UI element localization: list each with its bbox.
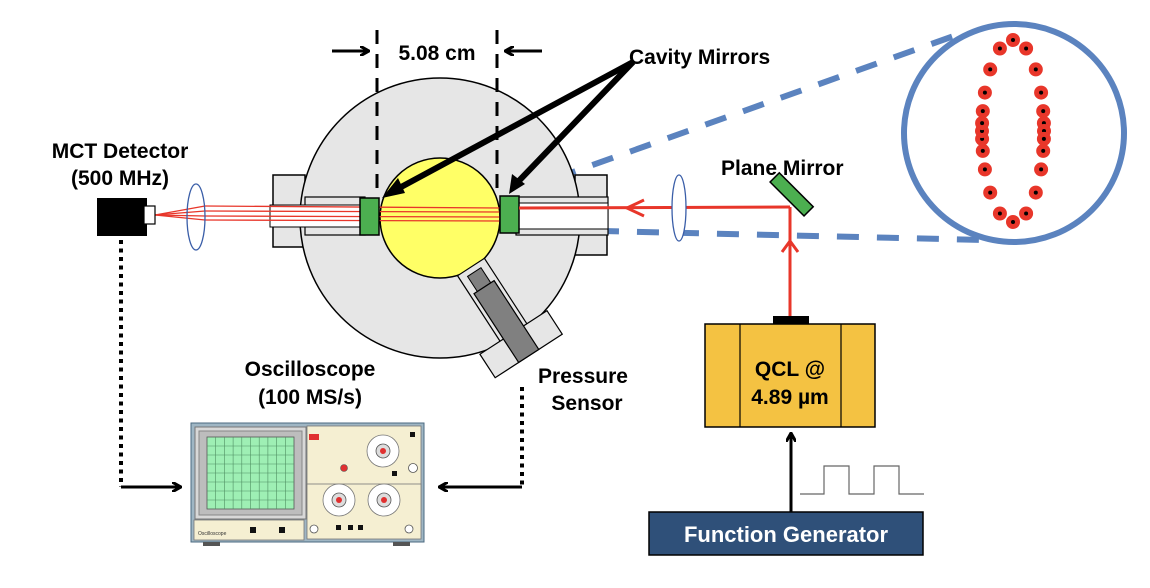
beam-spot-center [997, 46, 1002, 51]
cavity-length-dimension: 5.08 cm [332, 30, 542, 198]
zoom-circle [901, 21, 1127, 245]
signal-cables [119, 240, 524, 487]
pressure-sensor [456, 257, 564, 379]
beam-spot-center [1011, 220, 1015, 224]
beam-spot-center [1024, 211, 1029, 216]
beam-spot-center [982, 90, 987, 95]
beam-spot-center [1011, 38, 1015, 42]
beam-spot-center [1024, 46, 1029, 51]
beam-spot-center [1041, 136, 1046, 141]
square-wave-icon [800, 465, 924, 495]
qcl-label-line1: QCL @ [755, 358, 825, 381]
pressure-sensor-label-line2: Sensor [551, 392, 622, 415]
oscilloscope: Oscilloscope [190, 422, 425, 546]
plane-mirror-label: Plane Mirror [721, 157, 844, 180]
beam-spot-center [1039, 90, 1044, 95]
spot-pattern-callout [515, 21, 1127, 245]
cavity-length-label: 5.08 cm [398, 42, 475, 65]
cavity-mirror-right [499, 195, 520, 234]
input-lens [671, 174, 687, 242]
beam-spot-center [988, 190, 993, 195]
function-generator-label: Function Generator [684, 522, 889, 547]
beam-spot-center [980, 109, 985, 114]
beam-spot-center [1039, 167, 1044, 172]
function-generator: Function Generator [648, 511, 924, 556]
cavity-cell [269, 77, 609, 379]
detector-label-line1: MCT Detector [52, 140, 189, 163]
multipass-beams [154, 205, 501, 222]
pressure-sensor-label-line1: Pressure [538, 365, 628, 388]
detector-lens [186, 183, 206, 251]
mct-detector [97, 198, 156, 236]
oscilloscope-label-line1: Oscilloscope [245, 358, 376, 381]
cavity-mirrors-pointer: Cavity Mirrors [382, 46, 770, 198]
detector-label-line2: (500 MHz) [71, 167, 169, 190]
beam-spot-center [1041, 109, 1046, 114]
cavity-mirror-left [359, 197, 380, 236]
beam-spot-center [980, 148, 985, 153]
oscilloscope-brand: Oscilloscope [198, 531, 227, 537]
plane-mirror [769, 171, 815, 217]
cavity-mirrors-label: Cavity Mirrors [629, 46, 770, 69]
oscilloscope-label-line2: (100 MS/s) [258, 386, 362, 409]
qcl-laser [704, 316, 876, 428]
beam-spot-center [982, 167, 987, 172]
beam-spot-center [1041, 148, 1046, 153]
beam-spots [975, 33, 1051, 229]
beam-spot-center [1033, 67, 1038, 72]
laser-path [518, 198, 800, 318]
beam-spot-center [1033, 190, 1038, 195]
beam-spot-center [988, 67, 993, 72]
beam-spot-center [997, 211, 1002, 216]
beam-spot-center [980, 121, 985, 126]
qcl-label-line2: 4.89 µm [751, 386, 828, 409]
